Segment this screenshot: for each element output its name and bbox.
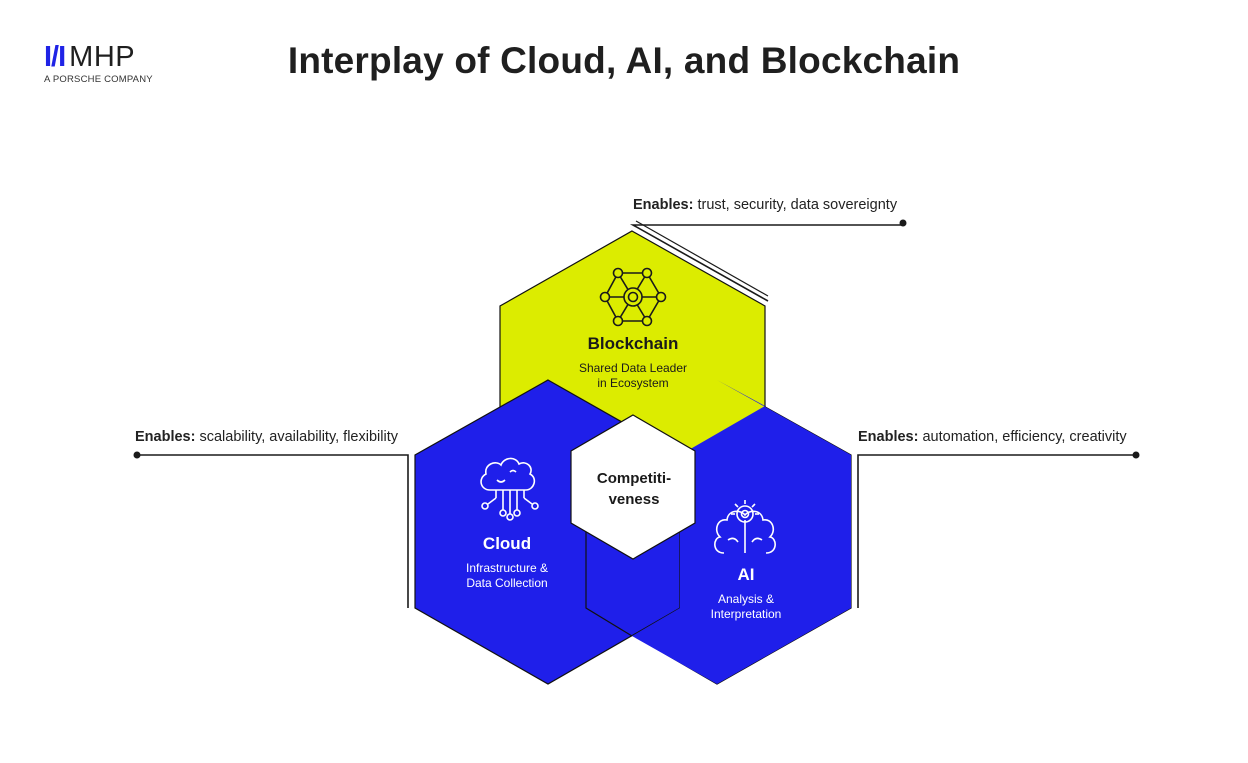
annotation-ai: Enables: automation, efficiency, creativ… — [858, 429, 1127, 445]
page-title: Interplay of Cloud, AI, and Blockchain — [287, 40, 961, 81]
annotation-blockchain-text: trust, security, data sovereignty — [697, 197, 898, 213]
logo-mark: I/I MHP — [44, 42, 153, 72]
blockchain-title: Blockchain — [588, 334, 679, 353]
brand-logo: I/I MHP A PORSCHE COMPANY — [44, 42, 153, 85]
blockchain-desc-line2: in Ecosystem — [597, 376, 668, 390]
connector-dot-ai — [1132, 451, 1140, 459]
annotation-blockchain-prefix: Enables: — [633, 197, 694, 213]
ai-title: AI — [738, 565, 755, 584]
connector-blockchain — [629, 224, 903, 302]
center-label-line2: veness — [609, 491, 660, 508]
logo-name: MHP — [69, 41, 136, 73]
ai-desc-line1: Analysis & — [718, 592, 774, 606]
connector-blockchain-shadow — [635, 220, 769, 297]
connector-ai — [857, 454, 1136, 608]
annotation-ai-prefix: Enables: — [858, 429, 919, 445]
connector-lines — [137, 220, 1136, 608]
annotation-ai-text: automation, efficiency, creativity — [922, 429, 1127, 445]
ai-desc-line2: Interpretation — [711, 607, 782, 621]
connector-dot-blockchain — [899, 219, 907, 227]
hexagon-ai-edge — [585, 530, 633, 637]
annotation-cloud: Enables: scalability, availability, flex… — [135, 429, 398, 445]
annotation-cloud-prefix: Enables: — [135, 429, 196, 445]
cloud-circuit-icon — [480, 457, 539, 521]
annotation-blockchain: Enables: trust, security, data sovereign… — [633, 197, 897, 213]
connector-cloud — [137, 454, 409, 608]
cloud-desc-line2: Data Collection — [466, 576, 547, 590]
cloud-title: Cloud — [483, 534, 531, 553]
blockchain-desc-line1: Shared Data Leader — [579, 361, 687, 375]
connector-dot-cloud — [133, 451, 141, 459]
annotation-cloud-text: scalability, availability, flexibility — [199, 429, 398, 445]
hexagon-center — [570, 414, 696, 560]
logo-tagline: A PORSCHE COMPANY — [44, 74, 153, 85]
cloud-desc-line1: Infrastructure & — [466, 561, 548, 575]
network-icon — [599, 267, 667, 327]
brain-gear-icon — [714, 500, 776, 554]
logo-bars-icon: I/I — [44, 41, 66, 73]
center-label-line1: Competiti- — [597, 470, 671, 487]
